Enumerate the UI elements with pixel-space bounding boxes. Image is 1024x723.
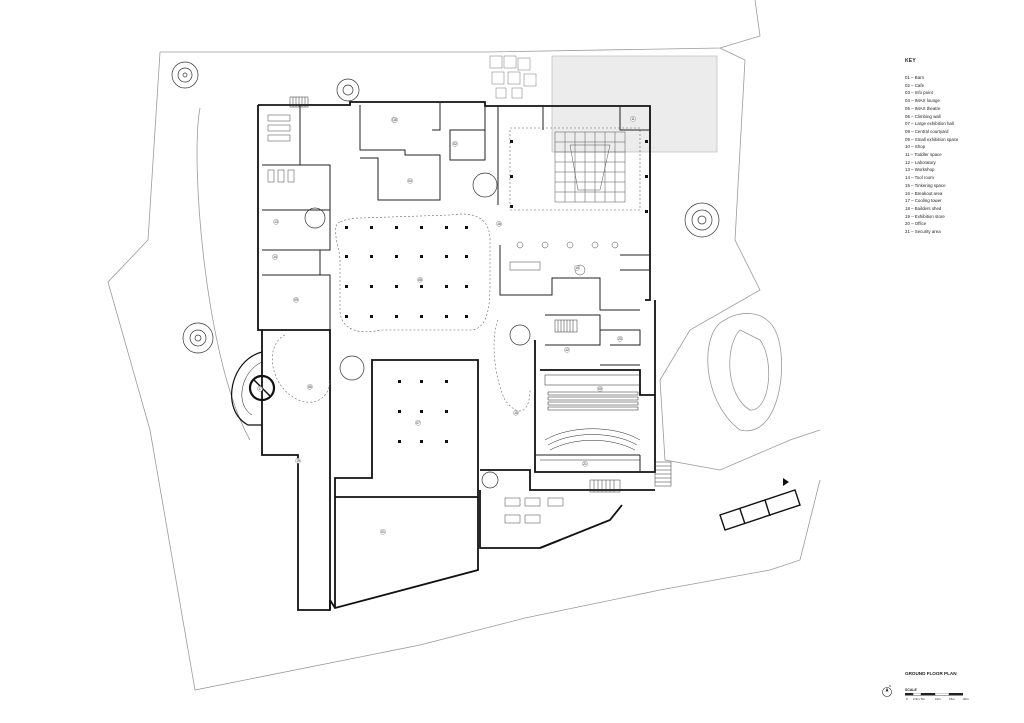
plan-title: GROUND FLOOR PLAN (905, 671, 957, 676)
key-item-workshop: 13 – Workshop (905, 167, 935, 173)
room-number-label: 14 (273, 255, 277, 259)
key-item-large-exhibition-hall: 07 – Large exhibition hall (905, 121, 954, 127)
trees (171, 61, 720, 489)
room-number-marker (597, 386, 603, 392)
room-number-marker (574, 265, 580, 271)
key-item-shop: 10 – Shop (905, 144, 926, 150)
room-number-marker (564, 347, 570, 353)
key-item-office: 20 – Office (905, 221, 927, 227)
room-number-marker (407, 178, 413, 184)
room-number-label: 09 (294, 298, 298, 302)
key-item-small-exhibition-space: 09 – Small exhibition space (905, 136, 959, 142)
scale-tick: 2.5m (913, 697, 920, 701)
key-item-imax-lounge: 04 – IMAX lounge (905, 98, 940, 104)
key-item-laboratory: 12 – Laboratory (905, 159, 936, 165)
scale-label: SCALE (905, 688, 917, 692)
stairs (289, 96, 672, 493)
room-number-marker (295, 458, 301, 464)
room-number-marker (293, 297, 299, 303)
room-number-label: 02 (453, 142, 457, 146)
key-item-security-area: 21 – Security area (905, 229, 941, 235)
room-number-marker (392, 117, 398, 123)
structural-columns (345, 140, 648, 443)
building-walls (257, 101, 656, 611)
key-item-imax-theatre: 05 – IMAX theatre (905, 105, 941, 111)
scale-tick: 20m (963, 697, 969, 701)
key-item-cafe: 02 – Cafe (905, 82, 925, 88)
room-number-marker (257, 386, 263, 392)
scale-tick: 10m (935, 697, 941, 701)
room-number-label: 18 (393, 118, 397, 122)
room-number-marker (582, 461, 588, 467)
scale-tick: 5m (921, 697, 926, 701)
key-item-barn: 01 – Barn (905, 75, 925, 80)
room-number-label: 13 (274, 220, 278, 224)
furniture (267, 114, 619, 524)
scale-tick: 15m (949, 697, 955, 701)
room-number-label: 04 (408, 179, 412, 183)
key-item-info-point: 03 – Info point (905, 90, 933, 96)
room-number-marker (272, 254, 278, 260)
room-number-marker (496, 221, 502, 227)
room-number-label: 12 (565, 348, 569, 352)
room-number-marker (630, 116, 636, 122)
key-item-breakout-area: 16 – Breakout area (905, 190, 943, 196)
room-number-label: 05 (598, 387, 602, 391)
scale-bar (905, 693, 963, 696)
room-number-label: 16 (497, 222, 501, 226)
key-item-cooling-tower: 17 – Cooling tower (905, 198, 942, 204)
paving-pattern-top (489, 55, 537, 99)
plan-key: KEY 01 – Barn 02 – Cafe 03 – Info point … (905, 58, 1017, 236)
room-number-marker (617, 336, 623, 342)
north-arrow-icon: N (882, 684, 892, 697)
imax-theatre-seating (540, 374, 641, 461)
room-number-label: 08 (418, 278, 422, 282)
key-item-exhibition-store: 19 – Exhibition store (905, 213, 945, 219)
room-number-marker (417, 277, 423, 283)
scale-ticks: 0 2.5m 5m 10m 15m 20m (906, 697, 976, 702)
room-number-label: 06 (308, 385, 312, 389)
key-item-tinkering-space: 15 – Tinkering space (905, 182, 946, 188)
room-number-marker (307, 384, 313, 390)
room-number-marker (415, 420, 421, 426)
room-number-marker (273, 219, 279, 225)
room-number-marker (452, 141, 458, 147)
courtyard-paving-grid (554, 131, 626, 203)
site-boundary (107, 0, 821, 691)
scale-tick: 0 (906, 697, 908, 701)
room-number-label: 20 (618, 337, 622, 341)
paved-area (551, 55, 718, 153)
key-title: KEY (905, 58, 916, 64)
room-number-label: 19 (296, 459, 300, 463)
dashed-outlines (272, 127, 641, 412)
room-number-marker (513, 410, 519, 416)
key-item-central-courtyard: 08 – Central courtyard (905, 128, 949, 134)
key-list: 01 – Barn 02 – Cafe 03 – Info point 04 –… (905, 74, 1017, 236)
room-number-label: 11 (631, 117, 635, 121)
builders-shed (719, 489, 801, 531)
room-number-label: 01 (381, 530, 385, 534)
key-item-toddler-space: 11 – Toddler space (905, 152, 942, 158)
room-number-label: 21 (583, 462, 587, 466)
room-number-label: 15 (514, 411, 518, 415)
entrance-marker (783, 478, 789, 486)
key-item-builders-shed: 18 – Builders shed (905, 205, 942, 211)
room-number-label: 10 (575, 266, 579, 270)
key-item-tool-room: 14 – Tool room (905, 175, 934, 181)
room-number-marker (380, 529, 386, 535)
room-number-label: 07 (416, 421, 420, 425)
key-item-climbing-wall: 06 – Climbing wall (905, 113, 941, 119)
north-label: N (889, 684, 891, 688)
room-number-label: 17 (258, 387, 262, 391)
